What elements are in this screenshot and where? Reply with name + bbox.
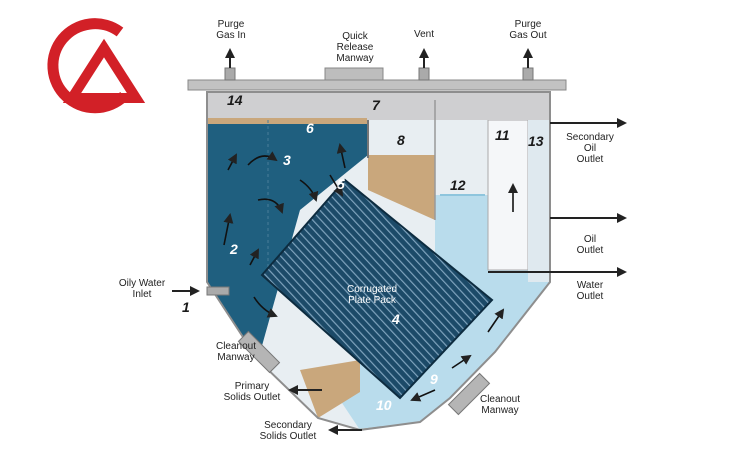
label-13: 13 [528, 133, 544, 149]
purge-gas-in-label-line2: Gas In [216, 30, 245, 41]
oil-outlet-label-line1: Oil [584, 234, 596, 245]
vent-label: Vent [414, 29, 434, 40]
quick-release-manway-label-line2: Release [337, 42, 374, 53]
purge-gas-out-label-line1: Purge [515, 19, 542, 30]
vent-nozzle [418, 48, 430, 81]
label-10: 10 [376, 397, 392, 413]
oily-water-inlet-label-line1: Oily Water [119, 278, 166, 289]
label-7: 7 [372, 97, 381, 113]
top-cover-plate [187, 79, 567, 91]
plate-pack-label-line2: Plate Pack [348, 295, 397, 306]
primary-solids-outlet-label-line1: Primary [235, 381, 269, 392]
secondary-oil-outlet-label-line1: Secondary [566, 132, 614, 143]
inlet-nozzle [206, 286, 230, 296]
secondary-solids-outlet-label-line2: Solids Outlet [260, 431, 317, 442]
cleanout-manway-left [237, 330, 281, 374]
label-4: 4 [391, 311, 400, 327]
label-8: 8 [397, 132, 405, 148]
cleanout-manway-right-label-line1: Cleanout [480, 394, 520, 405]
oil-outlet-label-line2: Outlet [577, 245, 604, 256]
purge-gas-out-label-line2: Gas Out [509, 30, 546, 41]
cleanout-manway-left-label-line1: Cleanout [216, 341, 256, 352]
primary-solids-outlet-label-line2: Solids Outlet [224, 392, 281, 403]
label-6: 6 [306, 120, 314, 136]
manway-hatch [324, 67, 384, 81]
label-11: 11 [495, 127, 510, 143]
secondary-solids-outlet-label-line1: Secondary [264, 420, 312, 431]
quick-release-manway-label-line1: Quick [342, 31, 369, 42]
label-12: 12 [450, 177, 466, 193]
plate-pack-label-line1: Corrugated [347, 284, 397, 295]
label-2: 2 [229, 241, 238, 257]
label-9: 9 [430, 371, 438, 387]
label-1: 1 [182, 299, 190, 315]
cleanout-manway-right [447, 372, 491, 416]
secondary-oil-outlet-label-line2: Oil [584, 143, 596, 154]
company-logo-icon [47, 18, 146, 114]
quick-release-manway-label-line3: Manway [336, 53, 373, 64]
label-5: 5 [337, 176, 345, 192]
flow-arrows [223, 143, 518, 402]
secondary-oil-outlet-label-line3: Outlet [577, 154, 604, 165]
label-3: 3 [283, 152, 291, 168]
purge-gas-in-label-line1: Purge [218, 19, 245, 30]
purge-gas-out-nozzle [522, 48, 534, 81]
label-14: 14 [227, 92, 243, 108]
cleanout-manway-left-label-line2: Manway [217, 352, 254, 363]
cleanout-manway-right-label-line2: Manway [481, 405, 518, 416]
water-outlet-label-line2: Outlet [577, 291, 604, 302]
oily-water-inlet-label-line2: Inlet [133, 289, 152, 300]
corrugated-plate-pack [260, 178, 494, 400]
water-outlet-label-line1: Water [577, 280, 604, 291]
purge-gas-in-nozzle [224, 48, 236, 81]
